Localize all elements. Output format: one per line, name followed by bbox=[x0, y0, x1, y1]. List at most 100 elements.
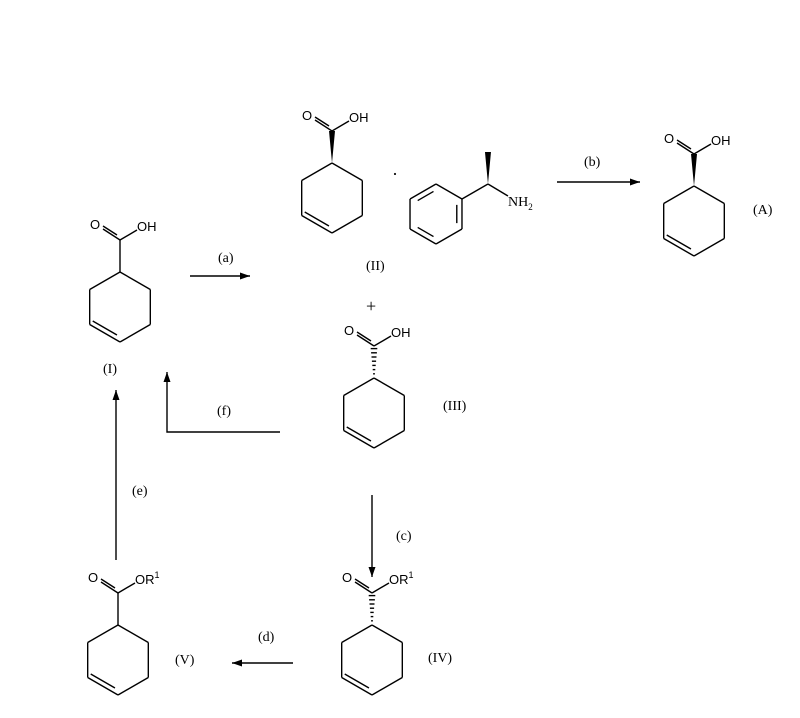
molecule-III: O OH bbox=[342, 323, 411, 449]
arrow-step-a bbox=[190, 272, 250, 280]
double-bond bbox=[666, 234, 692, 250]
carbonyl-bond bbox=[354, 578, 370, 589]
bond bbox=[373, 335, 392, 347]
ring-bond bbox=[343, 429, 375, 449]
aromatic-bond bbox=[417, 226, 434, 238]
step-label-b: (b) bbox=[584, 155, 601, 170]
carbonyl-bond bbox=[676, 142, 695, 155]
bond bbox=[117, 582, 136, 594]
ring-bond bbox=[435, 183, 463, 200]
atom-hydroxyl: OR1 bbox=[389, 570, 414, 587]
carbonyl-bond bbox=[354, 581, 373, 594]
ring-bond bbox=[341, 676, 373, 696]
wedge-bond bbox=[484, 152, 491, 184]
plus-sign: + bbox=[366, 296, 376, 316]
ring-bond bbox=[409, 183, 437, 200]
molecule-II: O OH bbox=[300, 108, 369, 234]
arrowhead-icon bbox=[232, 659, 242, 667]
double-bond bbox=[90, 673, 116, 689]
carbonyl-bond bbox=[676, 139, 692, 150]
ring-bond bbox=[435, 228, 463, 245]
bond bbox=[461, 183, 489, 200]
ring-bond bbox=[301, 162, 333, 182]
arrowhead-icon bbox=[368, 567, 376, 577]
step-label-f: (f) bbox=[217, 404, 231, 419]
double-bond bbox=[344, 673, 370, 689]
compound-label-IV: (IV) bbox=[428, 651, 452, 666]
ring-bond bbox=[89, 271, 121, 291]
ring-bond bbox=[331, 214, 363, 234]
atom-group: OH bbox=[349, 110, 369, 125]
arrow-step-f bbox=[163, 372, 280, 433]
ring-bond bbox=[117, 624, 149, 644]
atom-oxygen: O bbox=[302, 108, 312, 123]
aromatic-bond bbox=[417, 190, 434, 202]
arrowhead-icon bbox=[112, 390, 120, 400]
atom-hydroxyl: OH bbox=[349, 110, 369, 125]
compound-label-III: (III) bbox=[443, 399, 467, 414]
arrowhead-icon bbox=[240, 272, 250, 280]
step-label-c: (c) bbox=[396, 529, 412, 544]
atom-hydroxyl: OH bbox=[137, 219, 157, 234]
atom-amine: NH2 bbox=[508, 195, 533, 212]
bond bbox=[119, 229, 138, 241]
carbonyl-bond bbox=[100, 578, 116, 589]
wedge-bond bbox=[691, 154, 697, 186]
atom-oxygen: O bbox=[90, 217, 100, 232]
ring-bond bbox=[371, 676, 403, 696]
arrow-step-e bbox=[112, 390, 120, 560]
ring-bond bbox=[87, 624, 119, 644]
carbonyl-bond bbox=[100, 581, 119, 594]
ring-bond bbox=[301, 214, 333, 234]
ring-bond bbox=[693, 185, 725, 205]
arrowhead-icon bbox=[163, 372, 171, 382]
ring-bond bbox=[117, 676, 149, 696]
ring-bond bbox=[119, 271, 151, 291]
arrowhead-icon bbox=[630, 178, 640, 186]
compound-label-A: (A) bbox=[753, 203, 773, 218]
atom-hydroxyl: OH bbox=[711, 133, 731, 148]
atom-group: NH bbox=[508, 195, 528, 210]
step-label-d: (d) bbox=[258, 630, 275, 645]
atom-hydroxyl: OH bbox=[391, 325, 411, 340]
bond bbox=[693, 143, 712, 155]
ring-bond bbox=[371, 624, 403, 644]
molecule-V: O OR1 bbox=[86, 570, 160, 696]
bond bbox=[371, 582, 390, 594]
carbonyl-bond bbox=[314, 116, 330, 127]
ring-bond bbox=[409, 228, 437, 245]
compound-label-II: (II) bbox=[366, 259, 385, 274]
wedge-bond bbox=[329, 131, 335, 163]
molecule-I: O OH bbox=[88, 217, 157, 343]
step-label-e: (e) bbox=[132, 484, 148, 499]
ring-bond bbox=[89, 323, 121, 343]
arrow-step-b bbox=[557, 178, 640, 186]
atom-oxygen: O bbox=[344, 323, 354, 338]
carbonyl-bond bbox=[102, 225, 118, 236]
arrow-step-d bbox=[232, 659, 293, 667]
salt-dot: · bbox=[392, 164, 398, 184]
atom-hydroxyl: OR1 bbox=[135, 570, 160, 587]
atom-group: OR bbox=[389, 572, 409, 587]
carbonyl-bond bbox=[356, 334, 375, 347]
double-bond bbox=[304, 211, 330, 227]
double-bond bbox=[346, 426, 372, 442]
atom-group: OH bbox=[711, 133, 731, 148]
subscript: 2 bbox=[528, 202, 533, 212]
superscript: 1 bbox=[155, 570, 160, 580]
atom-group: OH bbox=[391, 325, 411, 340]
ring-bond bbox=[663, 237, 695, 257]
carbonyl-bond bbox=[102, 228, 121, 241]
ring-bond bbox=[331, 162, 363, 182]
carbonyl-bond bbox=[356, 331, 372, 342]
atom-group: OR bbox=[135, 572, 155, 587]
arrow-shaft bbox=[166, 372, 280, 433]
superscript: 1 bbox=[409, 570, 414, 580]
ring-bond bbox=[341, 624, 373, 644]
ring-bond bbox=[373, 429, 405, 449]
compound-label-V: (V) bbox=[175, 653, 195, 668]
bond bbox=[331, 120, 350, 132]
atom-oxygen: O bbox=[88, 570, 98, 585]
